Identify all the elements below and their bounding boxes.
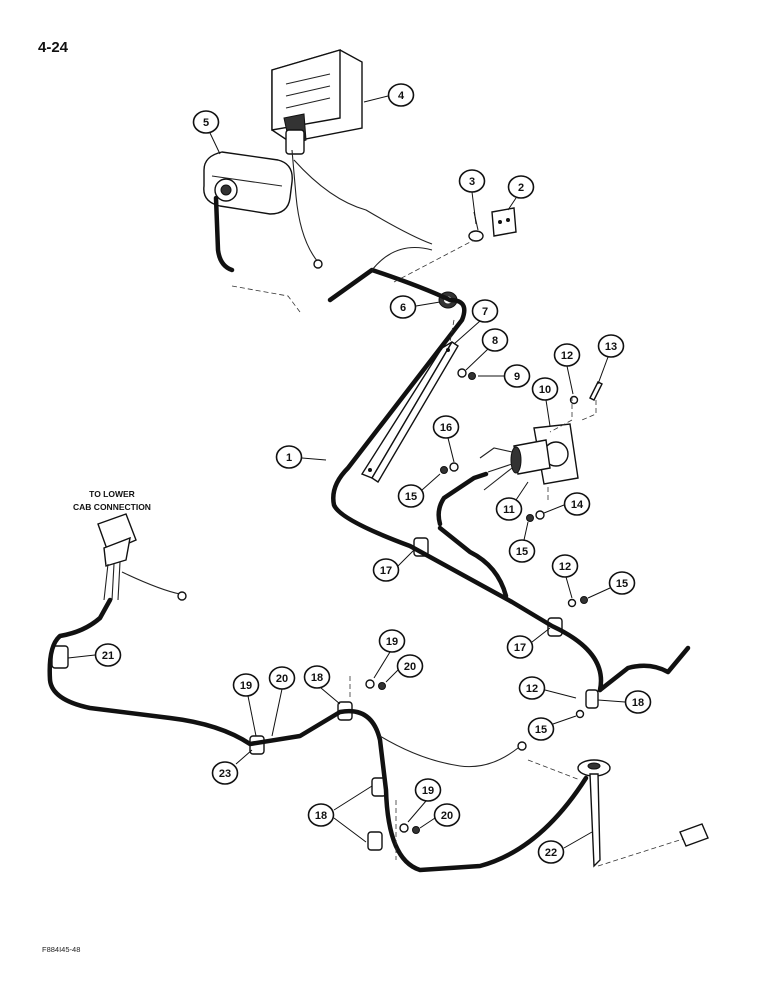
callout-12-top: 12 — [553, 343, 581, 395]
svg-text:20: 20 — [276, 673, 288, 685]
svg-text:20: 20 — [404, 661, 416, 673]
callout-12-middle: 12 — [551, 554, 579, 599]
svg-text:6: 6 — [400, 302, 406, 314]
callout-15-a: 15 — [397, 473, 441, 508]
callout-19-a: 19 — [373, 629, 406, 679]
svg-text:15: 15 — [516, 546, 528, 558]
callout-15-b: 15 — [508, 521, 536, 563]
callout-14: 14 — [543, 492, 591, 516]
page-number: 4-24 — [38, 39, 69, 56]
note-line-1: TO LOWER — [89, 489, 135, 499]
svg-text:19: 19 — [422, 785, 434, 797]
callout-15-c: 15 — [587, 571, 636, 599]
figure-reference: F884I45-48 — [42, 945, 80, 954]
callout-11: 11 — [495, 481, 529, 521]
callout-4: 4 — [363, 83, 415, 107]
callout-19-c: 19 — [407, 778, 442, 823]
svg-text:22: 22 — [545, 847, 557, 859]
svg-text:23: 23 — [219, 768, 231, 780]
sensor-bracket — [577, 759, 709, 868]
callout-20-a: 20 — [385, 654, 424, 683]
wiring-harness — [47, 149, 691, 873]
callout-21: 21 — [67, 643, 122, 667]
svg-text:1: 1 — [286, 452, 292, 464]
svg-text:20: 20 — [441, 810, 453, 822]
note-line-2: CAB CONNECTION — [73, 502, 151, 512]
callout-18-a: 18 — [303, 665, 341, 705]
svg-text:19: 19 — [240, 680, 252, 692]
svg-text:18: 18 — [315, 810, 327, 822]
svg-text:18: 18 — [632, 697, 644, 709]
work-lamp — [271, 49, 363, 155]
svg-text:12: 12 — [526, 683, 538, 695]
socket-receptacle — [479, 423, 579, 491]
callout-1: 1 — [275, 445, 327, 469]
callout-3: 3 — [458, 169, 486, 225]
connector-plate — [491, 207, 517, 237]
svg-text:14: 14 — [571, 499, 584, 511]
callout-8: 8 — [465, 328, 509, 371]
svg-text:3: 3 — [469, 176, 475, 188]
svg-text:10: 10 — [539, 384, 551, 396]
svg-text:13: 13 — [605, 341, 617, 353]
callout-20-b: 20 — [268, 666, 296, 737]
svg-text:12: 12 — [561, 350, 573, 362]
svg-text:15: 15 — [405, 491, 417, 503]
svg-text:4: 4 — [398, 90, 405, 102]
callout-16: 16 — [432, 415, 460, 463]
svg-text:15: 15 — [535, 724, 547, 736]
svg-text:17: 17 — [380, 565, 392, 577]
callout-17-lower: 17 — [506, 627, 551, 659]
svg-text:8: 8 — [492, 335, 498, 347]
ring-terminal — [468, 211, 484, 242]
svg-text:2: 2 — [518, 182, 524, 194]
callout-22: 22 — [537, 831, 593, 864]
callout-18-b: 18 — [597, 690, 652, 714]
svg-text:5: 5 — [203, 117, 209, 129]
svg-text:19: 19 — [386, 636, 398, 648]
callout-6: 6 — [389, 295, 441, 319]
svg-text:15: 15 — [616, 578, 628, 590]
svg-text:9: 9 — [514, 371, 520, 383]
harness-clips — [51, 537, 599, 851]
svg-text:16: 16 — [440, 422, 452, 434]
svg-text:7: 7 — [482, 306, 488, 318]
callout-12-lower: 12 — [518, 676, 577, 700]
small-hardware — [365, 368, 603, 834]
callout-13: 13 — [597, 334, 625, 385]
svg-text:11: 11 — [503, 504, 515, 516]
svg-text:17: 17 — [514, 642, 526, 654]
svg-text:21: 21 — [102, 650, 114, 662]
callout-10: 10 — [531, 377, 559, 427]
callout-5: 5 — [192, 110, 221, 155]
mounting-strap — [360, 341, 459, 483]
svg-text:12: 12 — [559, 561, 571, 573]
oval-lamp — [203, 151, 293, 215]
callout-15-d: 15 — [527, 715, 577, 741]
callout-18-c: 18 — [307, 785, 373, 843]
callout-23: 23 — [211, 749, 253, 785]
callout-20-c: 20 — [419, 803, 461, 829]
callout-9: 9 — [478, 364, 531, 388]
callout-19-b: 19 — [232, 673, 260, 737]
cab-connector — [97, 513, 187, 601]
svg-text:18: 18 — [311, 672, 323, 684]
callout-2: 2 — [507, 175, 535, 211]
callout-7: 7 — [453, 299, 499, 345]
callout-17-upper: 17 — [372, 549, 415, 582]
alignment-lines — [231, 239, 597, 860]
